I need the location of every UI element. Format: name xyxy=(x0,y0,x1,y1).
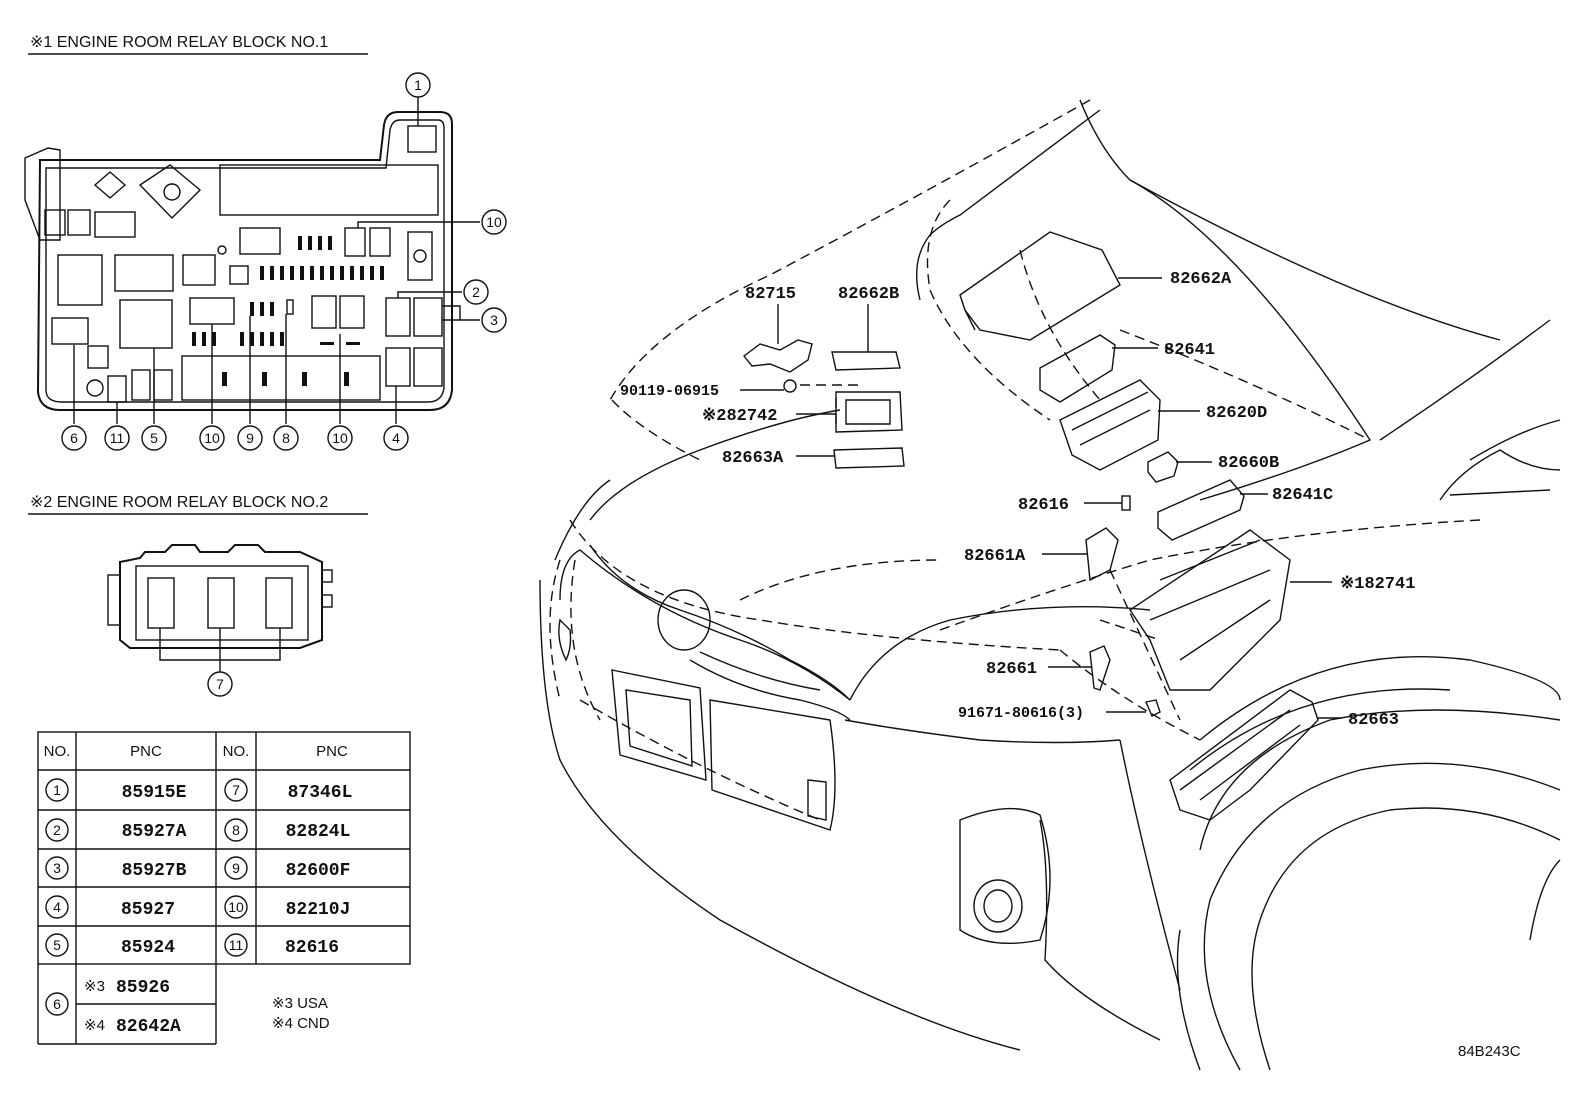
table-row-pnc: 85927 xyxy=(121,900,175,920)
table-row-no: 3 xyxy=(53,860,61,876)
table-row-pnc: 82642A xyxy=(116,1017,181,1037)
table-row-no: 5 xyxy=(53,937,61,953)
table-row-pnc: 85927A xyxy=(122,822,187,842)
callout-10b: 10 xyxy=(332,430,348,446)
table-row-no: 9 xyxy=(232,860,240,876)
heading-relay-block-2: ※2 ENGINE ROOM RELAY BLOCK NO.2 xyxy=(30,494,328,511)
part-label: 82663 xyxy=(1348,711,1399,730)
component-drawings xyxy=(740,231,1342,821)
table-row-pnc: 82600F xyxy=(286,861,351,881)
table-row-pnc: 85927B xyxy=(122,861,187,881)
header-no-left: NO. xyxy=(44,743,71,760)
part-label: 82620D xyxy=(1206,404,1267,423)
part-label: 82715 xyxy=(745,285,796,304)
table-row-no: 2 xyxy=(53,822,61,838)
callout-9: 9 xyxy=(246,430,254,446)
callout-2: 2 xyxy=(472,284,480,300)
part-label: 82662B xyxy=(838,285,899,304)
table-mark-cnd: ※4 xyxy=(84,1017,105,1034)
part-labels: 82662A 82641 82620D 82660B 82641C ※18274… xyxy=(620,270,1415,730)
callout-1: 1 xyxy=(414,77,422,93)
table-row-pnc: 87346L xyxy=(288,783,353,803)
callout-10a: 10 xyxy=(204,430,220,446)
note-usa: ※3 USA xyxy=(272,995,328,1012)
relay-block-2-drawing: 7 xyxy=(107,544,333,697)
callout-11: 11 xyxy=(110,430,125,446)
part-label: 82641 xyxy=(1164,341,1215,360)
table-mark-usa: ※3 xyxy=(84,978,105,995)
table-row-pnc: 85915E xyxy=(122,783,187,803)
table-row-no: 7 xyxy=(232,782,240,798)
part-label: 82661 xyxy=(986,660,1037,679)
part-label: ※182741 xyxy=(1340,575,1415,594)
callout-5: 5 xyxy=(150,430,158,446)
header-pnc-right: PNC xyxy=(316,743,348,760)
heading-relay-block-1: ※1 ENGINE ROOM RELAY BLOCK NO.1 xyxy=(30,34,328,51)
part-label: 82661A xyxy=(964,547,1026,566)
note-cnd: ※4 CND xyxy=(272,1015,330,1032)
part-label: 82616 xyxy=(1018,496,1069,515)
table-row-no: 1 xyxy=(53,782,61,798)
table-row-no: 6 xyxy=(53,996,61,1012)
callout-group-block-1: 1 2 3 4 6 11 5 10 9 8 10 10 xyxy=(61,72,507,451)
table-row-pnc: 82824L xyxy=(286,822,351,842)
table-row-no: 10 xyxy=(228,899,244,915)
table-row-pnc: 82210J xyxy=(286,900,351,920)
part-label: 82660B xyxy=(1218,454,1279,473)
header-pnc-left: PNC xyxy=(130,743,162,760)
part-label: 90119-06915 xyxy=(620,383,719,400)
part-label: 82663A xyxy=(722,449,784,468)
part-label: 82641C xyxy=(1272,486,1333,505)
pnc-table: NO. PNC NO. PNC 1 85915E 7 87346L 2 8592… xyxy=(37,731,411,1045)
part-label: ※282742 xyxy=(702,407,777,426)
callout-8: 8 xyxy=(282,430,290,446)
relay-block-1-drawing xyxy=(24,97,480,424)
table-row-no: 4 xyxy=(53,899,61,915)
callout-6: 6 xyxy=(70,430,78,446)
table-row-no: 8 xyxy=(232,822,240,838)
callout-4: 4 xyxy=(392,430,400,446)
figure-code: 84B243C xyxy=(1458,1043,1521,1060)
vehicle-front-drawing xyxy=(539,99,1561,1071)
part-label: 82662A xyxy=(1170,270,1232,289)
table-row-pnc: 85924 xyxy=(121,938,175,958)
table-row-no: 11 xyxy=(229,937,244,953)
callout-10c: 10 xyxy=(486,214,502,230)
table-row-pnc: 82616 xyxy=(285,938,339,958)
callout-7: 7 xyxy=(216,676,224,692)
header-no-right: NO. xyxy=(223,743,250,760)
table-row-pnc: 85926 xyxy=(116,978,170,998)
callout-3: 3 xyxy=(490,312,498,328)
part-label: 91671-80616(3) xyxy=(958,705,1084,722)
